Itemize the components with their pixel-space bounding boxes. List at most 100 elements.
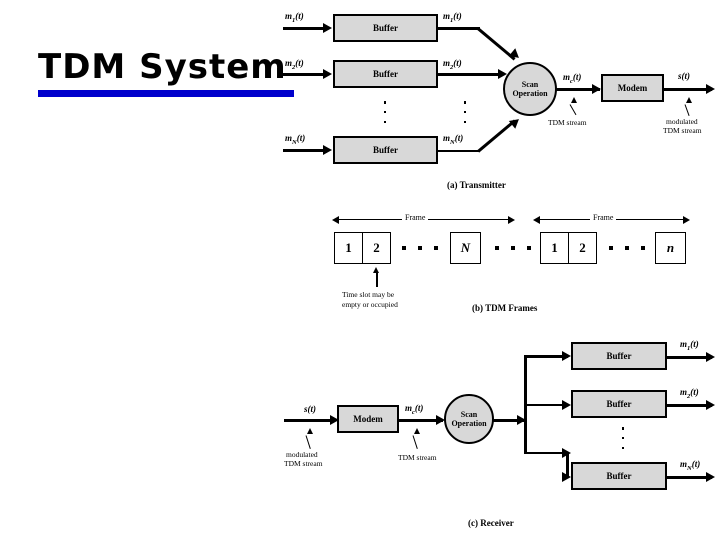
receiver-input-callout-line — [305, 435, 311, 449]
receiver-modem-label: Modem — [353, 414, 383, 424]
receiver-branch-drop-3 — [566, 452, 569, 476]
receiver-output-line-1 — [667, 356, 712, 359]
frame-slot-left-N[interactable]: N — [450, 232, 481, 264]
frame-ellipsis-middle — [495, 246, 531, 250]
receiver-modem-output-label: mc(t) — [405, 403, 424, 416]
receiver-output-label-1: m1(t) — [680, 339, 699, 352]
transmitter-modem-output-line — [664, 88, 712, 91]
receiver-output-label-3: mN(t) — [680, 459, 701, 472]
receiver-branch-line-1 — [524, 355, 568, 358]
receiver-tdm-stream-note: TDM stream — [398, 453, 437, 462]
transmitter-modem[interactable]: Modem — [601, 74, 664, 102]
transmitter-buffer-output-label-1: m1(t) — [443, 11, 462, 24]
frame-span-right-label: Frame — [590, 213, 617, 222]
transmitter-buffer-output-label-2: m2(t) — [443, 58, 462, 71]
transmitter-scan-feed-arrow-3 — [508, 115, 523, 129]
transmitter-scan-feed-diagonal-3 — [477, 119, 516, 153]
transmitter-buffer-output-line-3 — [438, 150, 480, 152]
transmitter-caption: (a) Transmitter — [447, 180, 506, 190]
frame-slot-left-N-label: N — [460, 240, 471, 255]
transmitter-input-line-1 — [283, 27, 325, 30]
receiver-scan-operation[interactable]: Scan Operation — [444, 394, 494, 444]
receiver-modem-output-arrow — [436, 415, 445, 425]
transmitter-buffer-2[interactable]: Buffer — [333, 60, 438, 88]
receiver-buffer-2-label: Buffer — [606, 399, 632, 409]
transmitter-scan-operation[interactable]: Scan Operation — [503, 62, 557, 116]
receiver-output-line-3 — [667, 476, 712, 479]
receiver-output-label-2: m2(t) — [680, 387, 699, 400]
receiver-output-arrow-1 — [706, 352, 715, 362]
transmitter-input-line-2 — [283, 73, 325, 76]
receiver-buffer-1-label: Buffer — [606, 351, 632, 361]
receiver-buffer-3[interactable]: Buffer — [571, 462, 667, 490]
transmitter-tdm-stream-callout-arrow — [571, 97, 577, 103]
transmitter-buffer-3-label: Buffer — [373, 145, 398, 155]
transmitter-input-label-2: m2(t) — [285, 58, 304, 71]
transmitter-output-ellipsis — [463, 101, 467, 123]
receiver-output-line-2 — [667, 404, 712, 407]
transmitter-input-label-1: m1(t) — [285, 11, 304, 24]
frame-annotation-arrow — [373, 267, 379, 273]
transmitter-buffer-1[interactable]: Buffer — [333, 14, 438, 42]
transmitter-buffer-ellipsis — [383, 101, 387, 123]
transmitter-scan-output-label: mc(t) — [563, 72, 582, 85]
transmitter-tdm-stream-note: TDM stream — [548, 118, 587, 127]
transmitter-buffer-3[interactable]: Buffer — [333, 136, 438, 164]
receiver-modem[interactable]: Modem — [337, 405, 399, 433]
frame-span-right-arrow-start — [533, 216, 540, 224]
receiver-output-arrow-2 — [706, 400, 715, 410]
receiver-modem-output-line — [399, 419, 443, 422]
frames-caption: (b) TDM Frames — [472, 303, 538, 313]
receiver-buffer-3-label: Buffer — [606, 471, 632, 481]
transmitter-input-label-3: mN(t) — [285, 133, 306, 146]
frame-slot-right-1[interactable]: 1 — [540, 232, 569, 264]
receiver-tdm-stream-callout-arrow — [414, 428, 420, 434]
receiver-branch-line-3 — [524, 452, 568, 454]
receiver-scan-line1: Scan — [460, 410, 478, 419]
frame-slot-right-2[interactable]: 2 — [568, 232, 597, 264]
frame-ellipsis-left — [402, 246, 438, 250]
frame-slot-right-1-label: 1 — [551, 240, 558, 255]
transmitter-scan-line2: Operation — [512, 89, 548, 98]
transmitter-buffer-2-label: Buffer — [373, 69, 398, 79]
transmitter-scan-feed-arrow-1 — [508, 48, 523, 62]
transmitter-scan-feed-arrow-2 — [498, 69, 507, 79]
receiver-branch-arrow-2 — [562, 400, 571, 410]
frame-slot-left-2[interactable]: 2 — [362, 232, 391, 264]
transmitter-scan-output-line — [556, 88, 600, 91]
receiver-bus-arrow — [517, 415, 526, 425]
receiver-input-arrow — [330, 415, 339, 425]
frame-span-right-arrow-end — [683, 216, 690, 224]
frame-annotation-line — [376, 273, 378, 287]
frame-annotation-line2: empty or occupied — [342, 300, 398, 309]
transmitter-modem-output-label: s(t) — [678, 71, 691, 81]
transmitter-input-arrow-1 — [323, 23, 332, 33]
transmitter-buffer-1-label: Buffer — [373, 23, 398, 33]
receiver-buffer-ellipsis — [621, 427, 625, 449]
title-underline-rule — [38, 90, 294, 97]
receiver-branch-arrow-3b — [562, 472, 571, 482]
frame-ellipsis-right — [609, 246, 645, 250]
transmitter-modulated-callout-arrow — [686, 97, 692, 103]
transmitter-tdm-stream-callout-line — [569, 104, 577, 116]
transmitter-modem-output-arrow — [706, 84, 715, 94]
frame-slot-left-1[interactable]: 1 — [334, 232, 363, 264]
receiver-input-note-line1: modulated — [286, 450, 318, 459]
transmitter-buffer-output-label-3: mN(t) — [443, 133, 464, 146]
transmitter-input-line-3 — [283, 149, 325, 152]
transmitter-buffer-output-line-1 — [438, 27, 480, 30]
receiver-tdm-stream-callout-line — [412, 435, 418, 449]
receiver-buffer-2[interactable]: Buffer — [571, 390, 667, 418]
receiver-output-arrow-3 — [706, 472, 715, 482]
receiver-branch-arrow-1 — [562, 351, 571, 361]
transmitter-modulated-callout-line — [684, 104, 690, 116]
frame-slot-left-1-label: 1 — [345, 240, 352, 255]
receiver-scan-line2: Operation — [451, 419, 487, 428]
transmitter-scan-output-arrow — [592, 84, 601, 94]
frame-span-left-label: Frame — [402, 213, 429, 222]
transmitter-modulated-note-line2: TDM stream — [663, 126, 702, 135]
frame-span-left-arrow-end — [508, 216, 515, 224]
frame-slot-right-n[interactable]: n — [655, 232, 686, 264]
receiver-buffer-1[interactable]: Buffer — [571, 342, 667, 370]
